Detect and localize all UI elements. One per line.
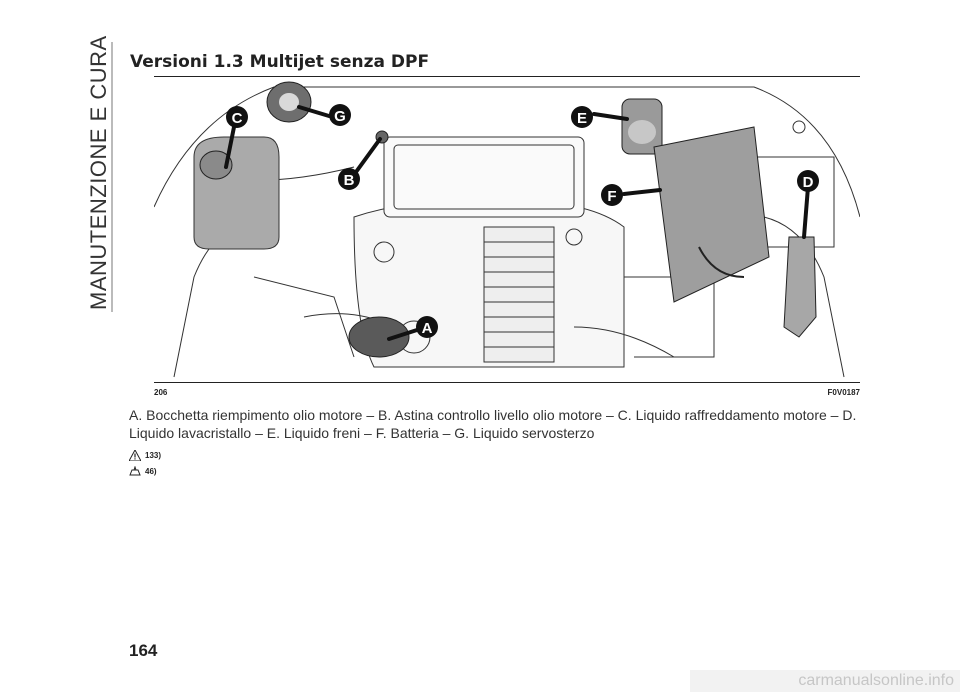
page-number: 164 <box>129 641 158 660</box>
svg-text:A: A <box>422 320 433 337</box>
figure-code: F0V0187 <box>827 388 860 397</box>
environment-note-ref: 46) <box>145 467 157 476</box>
svg-text:E: E <box>577 110 587 127</box>
svg-text:D: D <box>803 174 814 191</box>
callout-c: C <box>226 106 248 128</box>
callout-a: A <box>416 316 438 338</box>
warning-note-ref: 133) <box>145 451 162 460</box>
svg-text:G: G <box>334 108 346 125</box>
section-title: Versioni 1.3 Multijet senza DPF <box>130 52 430 72</box>
svg-text:C: C <box>232 110 243 127</box>
figure-caption: A. Bocchetta riempimento olio motore – B… <box>129 407 857 441</box>
callout-b: B <box>338 168 360 190</box>
callout-e: E <box>571 106 593 128</box>
warning-triangle-icon <box>129 450 141 461</box>
side-divider <box>111 42 113 312</box>
callout-g: G <box>329 104 351 126</box>
figure-bottom-rule <box>154 382 860 383</box>
figure-number: 206 <box>154 388 168 397</box>
section-side-label: MANUTENZIONE E CURA <box>66 35 111 310</box>
svg-text:F: F <box>607 188 616 205</box>
warning-note[interactable]: 133) <box>129 450 161 461</box>
section-side-label-text: MANUTENZIONE E CURA <box>86 35 111 310</box>
callout-d: D <box>797 170 819 192</box>
environment-note[interactable]: 46) <box>129 466 157 477</box>
callout-f: F <box>601 184 623 206</box>
oil-can-icon <box>129 466 141 476</box>
svg-text:B: B <box>344 172 355 189</box>
engine-bay-illustration: C G B E F D A <box>154 77 860 382</box>
figure-top-rule <box>154 76 860 77</box>
site-watermark: carmanualsonline.info <box>690 670 960 692</box>
